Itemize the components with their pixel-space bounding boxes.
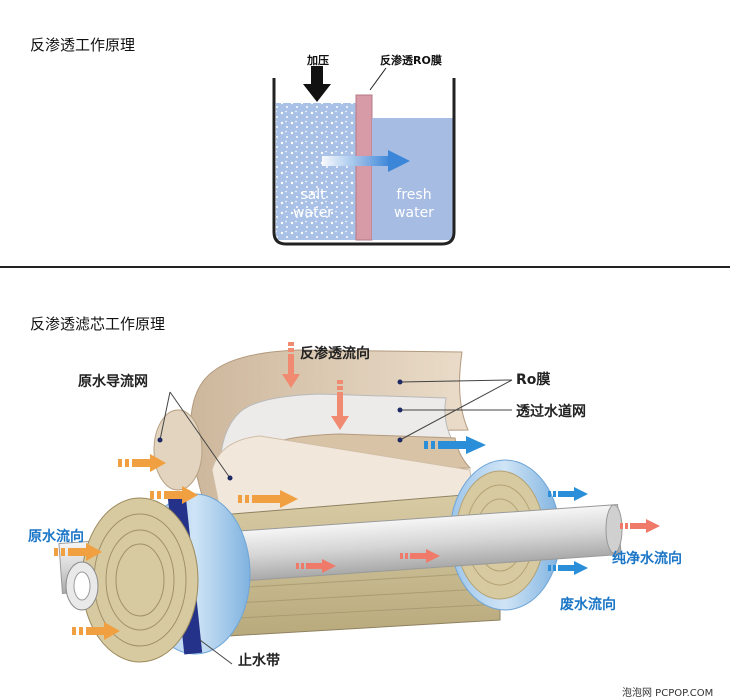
blue-flow-arrows [424, 436, 588, 575]
ro-membrane-label: 反渗透RO膜 [380, 54, 442, 67]
ro-membrane-strip [355, 94, 373, 241]
pressure-label: 加压 [307, 54, 329, 67]
ro-membrane-callout: Ro膜 [516, 372, 551, 388]
raw-guide-net-label: 原水导流网 [78, 374, 148, 390]
pressure-arrow [303, 66, 331, 102]
fresh-water-region [372, 118, 453, 240]
raw-water-arrows [54, 454, 298, 640]
flow-arrow [322, 150, 410, 172]
top-title: 反渗透工作原理 [30, 36, 136, 54]
section-divider [0, 266, 730, 268]
tank [272, 78, 456, 246]
seal-band-label: 止水带 [238, 653, 280, 669]
waste-water-flow-label: 废水流向 [560, 597, 616, 613]
ro-flow-label: 反渗透流向 [300, 346, 370, 362]
raw-guide-net-edge [153, 409, 203, 491]
permeate-channel-net-label: 透过水道网 [516, 404, 586, 420]
fresh-water-label: fresh water [394, 187, 434, 221]
bottom-title: 反渗透滤芯工作原理 [30, 315, 166, 333]
ro-direction-arrows [282, 342, 349, 430]
pure-water-flow-label: 纯净水流向 [612, 551, 682, 567]
site-credit: 泡泡网 PCPOP.COM [622, 688, 714, 699]
leader-dots [157, 379, 403, 481]
tube-flow-arrows [296, 519, 660, 573]
membrane-leader-line [369, 67, 387, 91]
salt-water-label: salt water [293, 187, 333, 221]
raw-water-flow-label: 原水流向 [28, 529, 84, 545]
leader-lines [159, 379, 513, 665]
salt-water-region [276, 103, 356, 240]
left-end-cap [65, 493, 251, 663]
